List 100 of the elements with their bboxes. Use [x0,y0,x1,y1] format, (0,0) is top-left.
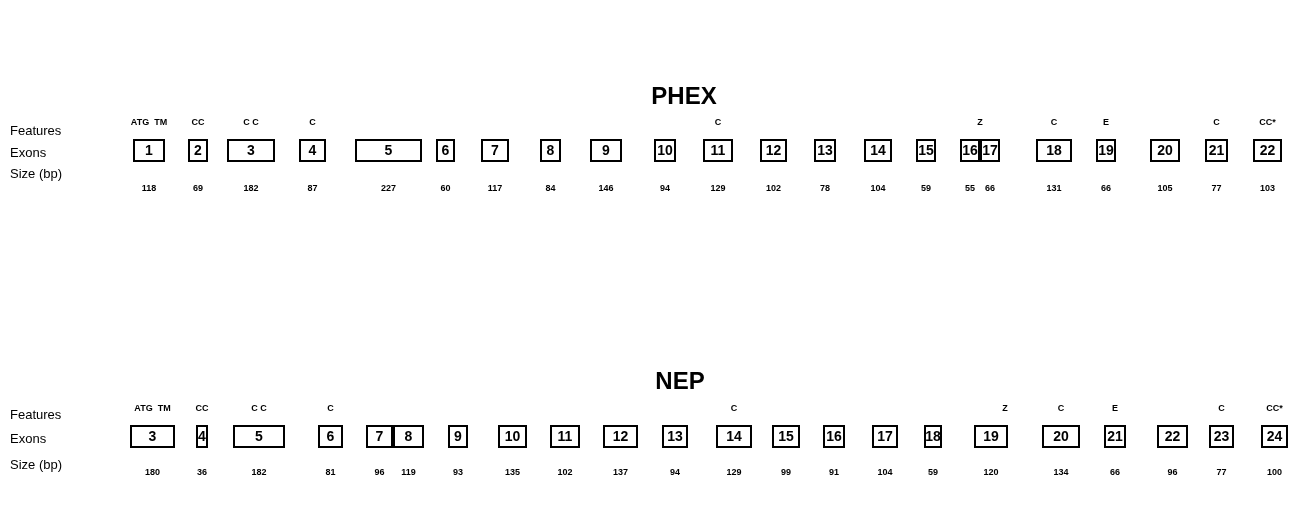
size-label: 87 [307,182,318,195]
exon-box: 12 [603,425,638,448]
size-label: 60 [440,182,451,195]
size-label: 182 [243,182,259,195]
exon-box: 15 [772,425,800,448]
size-label: 119 [401,466,416,479]
feature-label: C [1057,402,1065,415]
size-label: 137 [613,466,628,479]
size-label: 135 [505,466,520,479]
row-label: Exons [10,430,47,448]
feature-label: C [1213,116,1220,129]
exon-box: 6 [318,425,343,448]
feature-label: E [1112,402,1118,415]
exon-box: 14 [716,425,752,448]
row-label: Size (bp) [10,456,63,474]
exon-box: 5 [233,425,285,448]
size-label: 81 [325,466,336,479]
row-label: Features [10,122,62,140]
feature-label: Z [1002,402,1008,415]
exon-box: 18 [924,425,942,448]
exon-box: 10 [498,425,527,448]
size-label: 102 [766,182,781,195]
size-label: 96 [1167,466,1178,479]
exon-box: 10 [654,139,676,162]
size-label: 134 [1053,466,1069,479]
exon-box: 3 [227,139,275,162]
exon-box: 12 [760,139,787,162]
feature-label: ATG TM [134,402,171,415]
size-label: 93 [453,466,463,479]
size-label: 104 [870,182,886,195]
size-label: 69 [193,182,203,195]
gene-title: PHEX [651,81,717,111]
exon-box: 16 [960,139,980,162]
size-label: 182 [251,466,267,479]
size-label: 131 [1046,182,1062,195]
exon-box: 11 [550,425,580,448]
feature-label: CC [191,116,205,129]
exon-box: 3 [130,425,175,448]
size-label: 180 [145,466,160,479]
feature-label: C C [243,116,259,129]
size-label: 96 [374,466,385,479]
row-label: Size (bp) [10,165,63,183]
feature-label: ATG TM [130,116,168,129]
size-label: 146 [598,182,614,195]
size-label: 129 [710,182,726,195]
size-label: 227 [381,182,396,195]
exon-box: 11 [703,139,733,162]
size-label: 66 [1110,466,1120,479]
feature-label: C C [251,402,267,415]
feature-label: C [327,402,334,415]
size-label: 94 [660,182,670,195]
exon-box: 1 [133,139,165,162]
exon-box: 7 [481,139,509,162]
size-label: 118 [141,182,157,195]
exon-box: 14 [864,139,892,162]
size-label: 99 [781,466,791,479]
size-label: 66 [1101,182,1111,195]
feature-label: Z [977,116,983,129]
size-label: 100 [1267,466,1282,479]
size-label: 129 [726,466,742,479]
exon-box: 5 [355,139,422,162]
exon-box: 13 [814,139,836,162]
size-label: 36 [197,466,207,479]
exon-box: 19 [974,425,1008,448]
exon-box: 19 [1096,139,1116,162]
exon-box: 23 [1209,425,1234,448]
feature-label: C [1218,402,1225,415]
exon-box: 18 [1036,139,1072,162]
feature-label: C [730,402,738,415]
size-label: 59 [928,466,938,479]
exon-box: 8 [540,139,561,162]
size-label: 102 [557,466,573,479]
size-label: 55 [965,182,975,195]
exon-box: 6 [436,139,455,162]
row-label: Exons [10,144,47,162]
exon-box: 2 [188,139,208,162]
exon-box: 24 [1261,425,1288,448]
exon-box: 22 [1253,139,1282,162]
feature-label: CC* [1266,402,1283,415]
size-label: 78 [820,182,830,195]
size-label: 105 [1157,182,1173,195]
size-label: 94 [670,466,680,479]
size-label: 117 [487,182,503,195]
exon-box: 17 [980,139,1000,162]
exon-box: 20 [1150,139,1180,162]
size-label: 103 [1260,182,1275,195]
size-label: 66 [985,182,995,195]
size-label: 59 [921,182,931,195]
size-label: 77 [1211,182,1222,195]
exon-box: 9 [448,425,468,448]
size-label: 84 [545,182,556,195]
feature-label: C [309,116,316,129]
exon-box: 4 [299,139,326,162]
size-label: 77 [1216,466,1227,479]
feature-label: CC [195,402,209,415]
exon-box: 9 [590,139,622,162]
exon-box: 7 [366,425,393,448]
feature-label: CC* [1259,116,1276,129]
exon-box: 21 [1104,425,1126,448]
exon-box: 16 [823,425,845,448]
